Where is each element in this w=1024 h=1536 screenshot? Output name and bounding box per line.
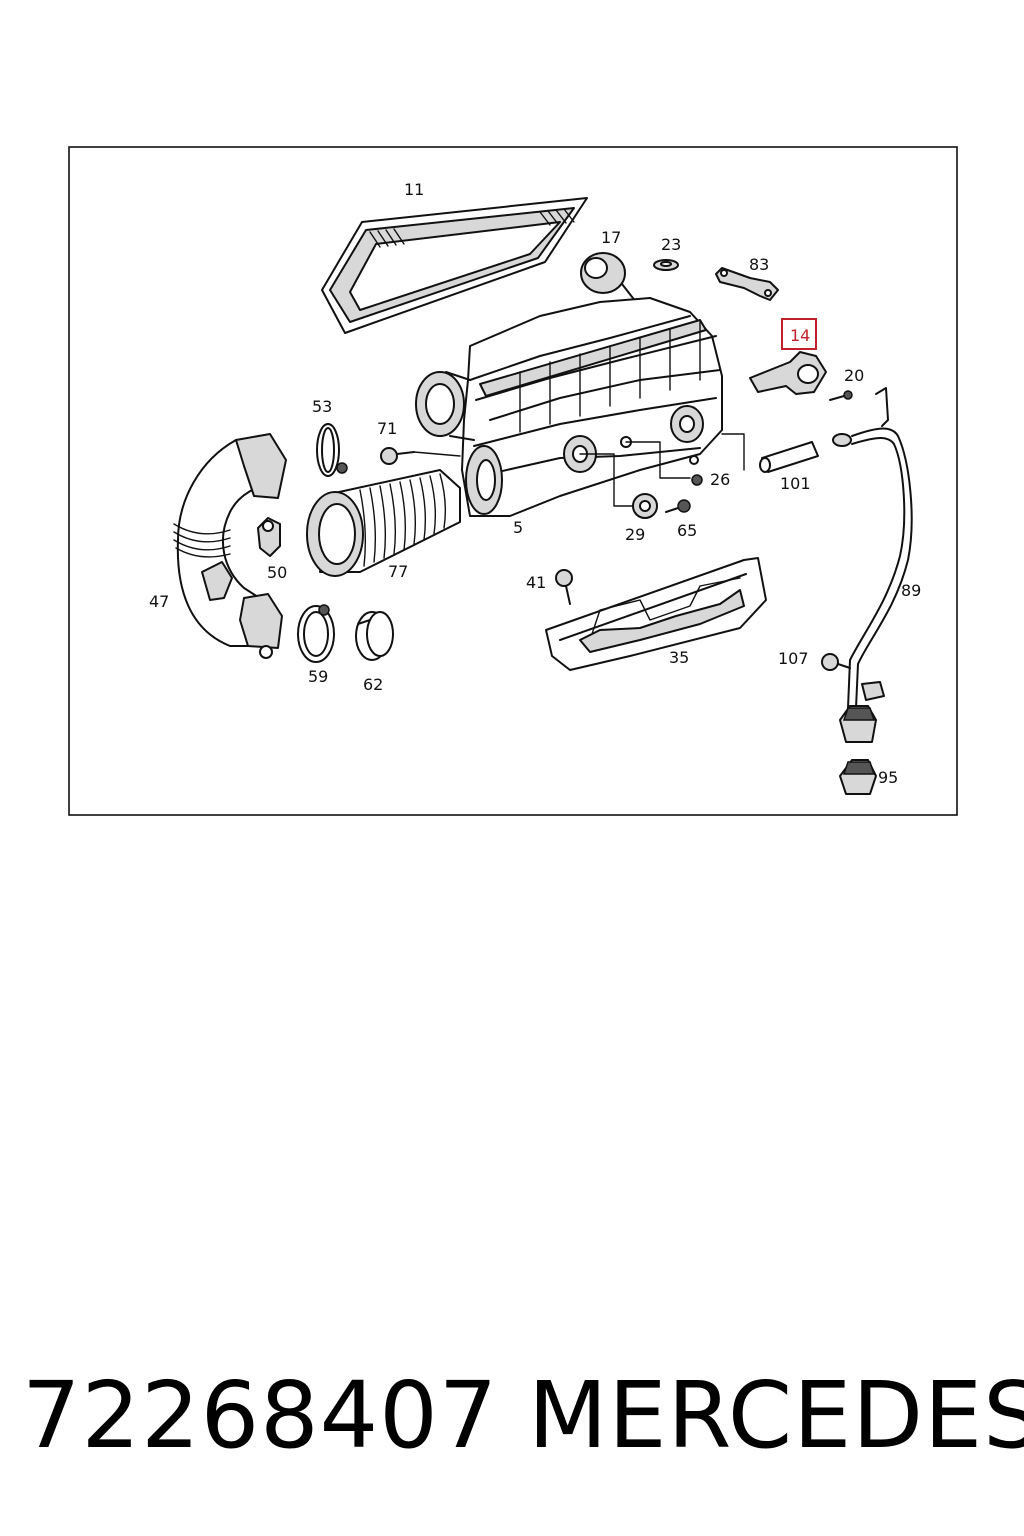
part-89-tube[interactable] bbox=[832, 387, 913, 709]
brand-name: MERCEDES bbox=[528, 1362, 1024, 1469]
parts-diagram: 11 17 23 83 14 20 53 71 26 101 5 29 65 5… bbox=[68, 146, 958, 816]
callout-62: 62 bbox=[363, 675, 383, 694]
callout-14: 14 bbox=[790, 326, 810, 345]
callout-23: 23 bbox=[661, 235, 681, 254]
part-5-intake-manifold[interactable] bbox=[415, 297, 723, 517]
callout-95: 95 bbox=[878, 768, 898, 787]
callout-65: 65 bbox=[677, 521, 697, 540]
callout-11: 11 bbox=[404, 180, 424, 199]
callout-50: 50 bbox=[267, 563, 287, 582]
callout-59: 59 bbox=[308, 667, 328, 686]
callout-71: 71 bbox=[377, 419, 397, 438]
part-62-ring[interactable] bbox=[355, 611, 394, 661]
part-20-screw[interactable] bbox=[829, 390, 853, 401]
part-65-bolt[interactable] bbox=[665, 499, 691, 513]
part-101-hose[interactable] bbox=[721, 433, 819, 473]
part-77-intake-duct[interactable] bbox=[306, 469, 461, 577]
part-53-clamp[interactable] bbox=[316, 423, 348, 477]
part-number: 72268407 bbox=[22, 1362, 499, 1469]
part-29-grommet[interactable] bbox=[579, 453, 658, 519]
callout-107: 107 bbox=[778, 649, 809, 668]
callout-89: 89 bbox=[901, 581, 921, 600]
callout-29: 29 bbox=[625, 525, 645, 544]
part-71-bolt[interactable] bbox=[380, 447, 461, 465]
diagram-frame bbox=[68, 146, 958, 816]
part-26-nut[interactable] bbox=[625, 441, 703, 486]
callout-83: 83 bbox=[749, 255, 769, 274]
callout-17: 17 bbox=[601, 228, 621, 247]
part-59-clamp[interactable] bbox=[297, 604, 335, 663]
callout-20: 20 bbox=[844, 366, 864, 385]
part-50-sensor[interactable] bbox=[257, 517, 281, 557]
part-14-sensor[interactable] bbox=[749, 318, 827, 395]
part-89-fitting[interactable] bbox=[839, 705, 877, 743]
callout-35: 35 bbox=[669, 648, 689, 667]
part-83-bracket[interactable] bbox=[715, 267, 779, 301]
part-47-intake-hose[interactable] bbox=[173, 433, 287, 659]
callout-5: 5 bbox=[513, 518, 523, 537]
callout-101: 101 bbox=[780, 474, 811, 493]
part-23-seal[interactable] bbox=[653, 259, 679, 271]
part-107-bolt[interactable] bbox=[821, 653, 851, 671]
callout-26: 26 bbox=[710, 470, 730, 489]
callout-77: 77 bbox=[388, 562, 408, 581]
callout-41: 41 bbox=[526, 573, 546, 592]
part-35-heat-shield[interactable] bbox=[545, 557, 767, 671]
part-11-air-filter[interactable] bbox=[321, 197, 588, 334]
callout-53: 53 bbox=[312, 397, 332, 416]
callout-47: 47 bbox=[149, 592, 169, 611]
part-41-bolt[interactable] bbox=[555, 569, 573, 605]
part-95-cap[interactable] bbox=[839, 759, 877, 795]
